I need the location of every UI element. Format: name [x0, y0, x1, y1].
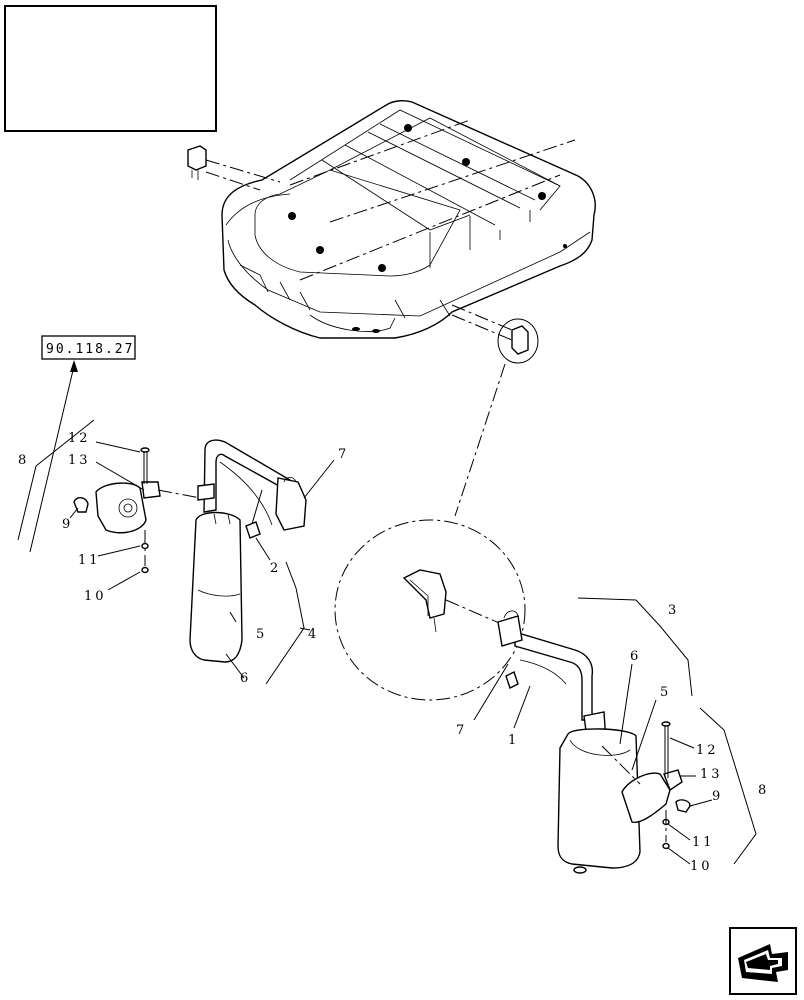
callout-right-12: 12	[696, 743, 719, 758]
callout-right-10: 10	[690, 859, 713, 874]
callout-right-9: 9	[712, 789, 723, 804]
right-leaders	[473, 597, 757, 865]
nav-arrow-button[interactable]	[729, 927, 797, 995]
callout-right-3: 3	[668, 603, 679, 618]
callout-right-11: 11	[692, 835, 715, 850]
callout-left-11: 11	[78, 553, 101, 568]
roof-connector-left	[187, 145, 281, 191]
right-mirror-assembly	[497, 610, 691, 874]
callout-left-8: 8	[18, 453, 29, 468]
callout-left-7: 7	[338, 447, 349, 462]
left-mirror-assembly	[73, 439, 307, 663]
callout-right-5: 5	[660, 685, 671, 700]
callout-right-7: 7	[456, 723, 467, 738]
cab-roof	[221, 99, 596, 339]
arrow-icon	[738, 944, 788, 982]
callout-left-10: 10	[84, 589, 107, 604]
reference-label: 90.118.27	[46, 342, 134, 357]
callout-left-2: 2	[270, 561, 281, 576]
callout-left-12: 12	[68, 431, 91, 446]
callout-right-13: 13	[700, 767, 723, 782]
callout-right-8: 8	[758, 783, 769, 798]
callout-left-6: 6	[240, 671, 251, 686]
callout-right-6: 6	[630, 649, 641, 664]
callout-left-5: 5	[256, 627, 267, 642]
reference-leader	[29, 365, 75, 553]
left-leaders	[17, 419, 335, 685]
callout-left-4: 4	[308, 627, 319, 642]
callout-right-1: 1	[508, 733, 519, 748]
detail-view	[334, 363, 526, 701]
callout-left-13: 13	[68, 453, 91, 468]
roof-connector-right	[451, 304, 539, 364]
reference-arrowhead	[70, 360, 78, 372]
title-box	[4, 5, 217, 132]
callout-left-9: 9	[62, 517, 73, 532]
reference-90-118-27[interactable]: 90.118.27	[41, 335, 136, 360]
